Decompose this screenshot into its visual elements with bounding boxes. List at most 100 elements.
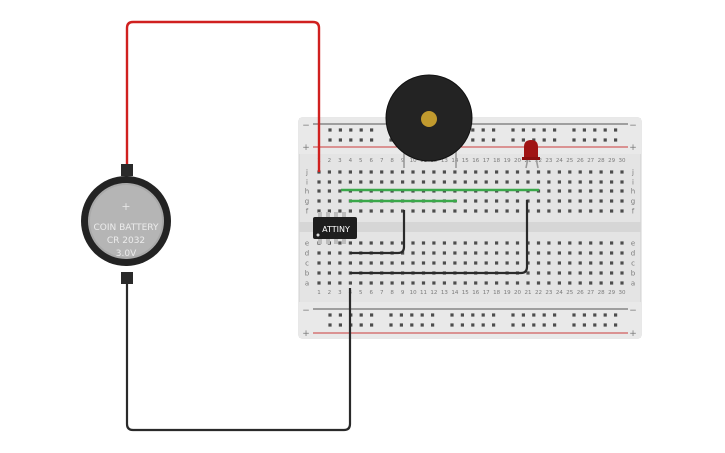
breadboard-hole[interactable] xyxy=(317,271,321,275)
breadboard-hole[interactable] xyxy=(348,281,352,285)
breadboard-hole[interactable] xyxy=(389,323,393,327)
breadboard-hole[interactable] xyxy=(610,199,614,203)
breadboard-hole[interactable] xyxy=(495,241,499,245)
breadboard-hole[interactable] xyxy=(547,241,551,245)
breadboard-hole[interactable] xyxy=(557,189,561,193)
breadboard-hole[interactable] xyxy=(390,261,394,265)
breadboard-hole[interactable] xyxy=(557,261,561,265)
breadboard-hole[interactable] xyxy=(442,209,446,213)
breadboard-hole[interactable] xyxy=(421,261,426,265)
breadboard-hole[interactable] xyxy=(582,313,586,317)
breadboard-hole[interactable] xyxy=(327,251,331,255)
breadboard-hole[interactable] xyxy=(453,241,457,245)
breadboard-hole[interactable] xyxy=(589,281,593,285)
black-wire-chip-led[interactable] xyxy=(350,200,529,275)
breadboard-hole[interactable] xyxy=(515,199,520,203)
breadboard-hole[interactable] xyxy=(389,138,393,142)
breadboard-hole[interactable] xyxy=(515,251,520,255)
breadboard-hole[interactable] xyxy=(369,209,373,213)
breadboard-hole[interactable] xyxy=(338,261,342,265)
breadboard-hole[interactable] xyxy=(620,261,624,265)
breadboard-hole[interactable] xyxy=(317,180,321,184)
breadboard-hole[interactable] xyxy=(359,170,363,174)
breadboard-hole[interactable] xyxy=(593,128,597,132)
breadboard-hole[interactable] xyxy=(401,170,405,174)
breadboard-hole[interactable] xyxy=(421,251,426,255)
breadboard-hole[interactable] xyxy=(599,271,603,275)
breadboard-hole[interactable] xyxy=(474,209,478,213)
breadboard-hole[interactable] xyxy=(484,209,488,213)
breadboard-hole[interactable] xyxy=(432,251,436,255)
breadboard-hole[interactable] xyxy=(495,251,499,255)
breadboard-hole[interactable] xyxy=(442,180,446,184)
breadboard-hole[interactable] xyxy=(542,323,546,327)
breadboard-hole[interactable] xyxy=(484,199,488,203)
breadboard-hole[interactable] xyxy=(348,241,352,245)
breadboard-hole[interactable] xyxy=(390,281,394,285)
breadboard-hole[interactable] xyxy=(526,170,530,174)
breadboard-hole[interactable] xyxy=(484,241,488,245)
breadboard-hole[interactable] xyxy=(317,209,321,213)
breadboard-hole[interactable] xyxy=(620,189,624,193)
breadboard-hole[interactable] xyxy=(495,209,499,213)
breadboard-hole[interactable] xyxy=(515,170,520,174)
breadboard-hole[interactable] xyxy=(578,241,582,245)
breadboard-hole[interactable] xyxy=(589,261,593,265)
breadboard-hole[interactable] xyxy=(572,323,576,327)
breadboard-hole[interactable] xyxy=(328,323,332,327)
breadboard-hole[interactable] xyxy=(568,189,572,193)
breadboard-hole[interactable] xyxy=(380,261,384,265)
breadboard-hole[interactable] xyxy=(327,180,331,184)
breadboard-hole[interactable] xyxy=(610,180,614,184)
breadboard-hole[interactable] xyxy=(505,281,509,285)
breadboard-hole[interactable] xyxy=(380,180,384,184)
breadboard-hole[interactable] xyxy=(370,138,374,142)
breadboard-hole[interactable] xyxy=(317,251,321,255)
breadboard-hole[interactable] xyxy=(610,251,614,255)
breadboard-hole[interactable] xyxy=(536,241,541,245)
breadboard-hole[interactable] xyxy=(553,313,557,317)
breadboard-hole[interactable] xyxy=(557,271,561,275)
breadboard-hole[interactable] xyxy=(599,281,603,285)
breadboard-hole[interactable] xyxy=(432,170,436,174)
breadboard-hole[interactable] xyxy=(620,251,624,255)
breadboard-hole[interactable] xyxy=(599,199,603,203)
breadboard-hole[interactable] xyxy=(542,313,546,317)
breadboard-hole[interactable] xyxy=(511,138,515,142)
breadboard-hole[interactable] xyxy=(589,199,593,203)
breadboard[interactable]: − + − + − + − + 123456789101112131415161… xyxy=(298,117,642,339)
breadboard-hole[interactable] xyxy=(536,199,541,203)
breadboard-hole[interactable] xyxy=(511,128,515,132)
breadboard-hole[interactable] xyxy=(484,180,488,184)
breadboard-hole[interactable] xyxy=(453,251,457,255)
breadboard-hole[interactable] xyxy=(515,241,520,245)
breadboard-hole[interactable] xyxy=(453,209,457,213)
breadboard-hole[interactable] xyxy=(460,323,464,327)
breadboard-hole[interactable] xyxy=(348,180,352,184)
breadboard-hole[interactable] xyxy=(474,261,478,265)
breadboard-hole[interactable] xyxy=(370,323,374,327)
breadboard-hole[interactable] xyxy=(515,281,520,285)
breadboard-hole[interactable] xyxy=(317,199,321,203)
breadboard-hole[interactable] xyxy=(593,323,597,327)
breadboard-hole[interactable] xyxy=(603,128,607,132)
breadboard-hole[interactable] xyxy=(421,241,426,245)
breadboard-hole[interactable] xyxy=(463,170,467,174)
breadboard-hole[interactable] xyxy=(484,251,488,255)
breadboard-hole[interactable] xyxy=(474,180,478,184)
breadboard-hole[interactable] xyxy=(327,170,331,174)
breadboard-hole[interactable] xyxy=(553,323,557,327)
breadboard-hole[interactable] xyxy=(547,189,551,193)
breadboard-hole[interactable] xyxy=(578,199,582,203)
breadboard-hole[interactable] xyxy=(578,189,582,193)
breadboard-hole[interactable] xyxy=(492,128,496,132)
breadboard-hole[interactable] xyxy=(432,209,436,213)
breadboard-hole[interactable] xyxy=(603,323,607,327)
breadboard-hole[interactable] xyxy=(359,313,363,317)
breadboard-hole[interactable] xyxy=(359,241,363,245)
breadboard-hole[interactable] xyxy=(484,281,488,285)
breadboard-hole[interactable] xyxy=(399,323,403,327)
breadboard-hole[interactable] xyxy=(589,271,593,275)
breadboard-hole[interactable] xyxy=(370,128,374,132)
breadboard-hole[interactable] xyxy=(474,170,478,174)
